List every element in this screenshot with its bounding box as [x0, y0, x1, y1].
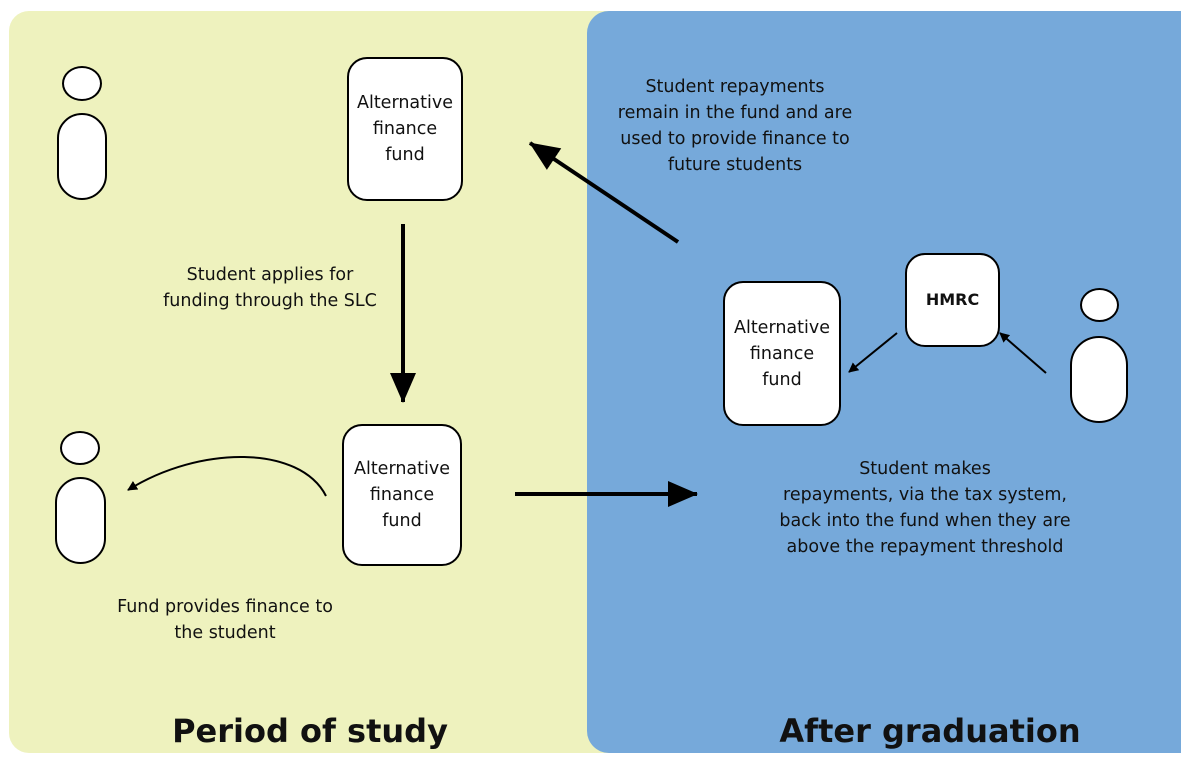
alternative-finance-fund-right: Alternative finance fund [723, 281, 841, 426]
student-makes-repayments-label: Student makes repayments, via the tax sy… [779, 459, 1071, 557]
apply-label: Student applies for funding through the … [163, 265, 377, 311]
arrow-icon [528, 141, 680, 244]
alternative-finance-fund-bottom: Alternative finance fund [342, 424, 462, 566]
arrow-icon [999, 332, 1047, 374]
after-graduation-title: After graduation [779, 712, 1081, 750]
period-of-study-title: Period of study [172, 712, 448, 750]
repayments-remain-label: Student repayments remain in the fund an… [617, 77, 853, 175]
hmrc-box: HMRC [905, 253, 1000, 347]
alternative-finance-fund-top: Alternative finance fund [347, 57, 463, 201]
provide-label: Fund provides finance to the student [117, 597, 333, 643]
arrow-icon [127, 456, 327, 497]
arrow-icon [848, 332, 898, 373]
period-of-study-panel [9, 11, 649, 753]
